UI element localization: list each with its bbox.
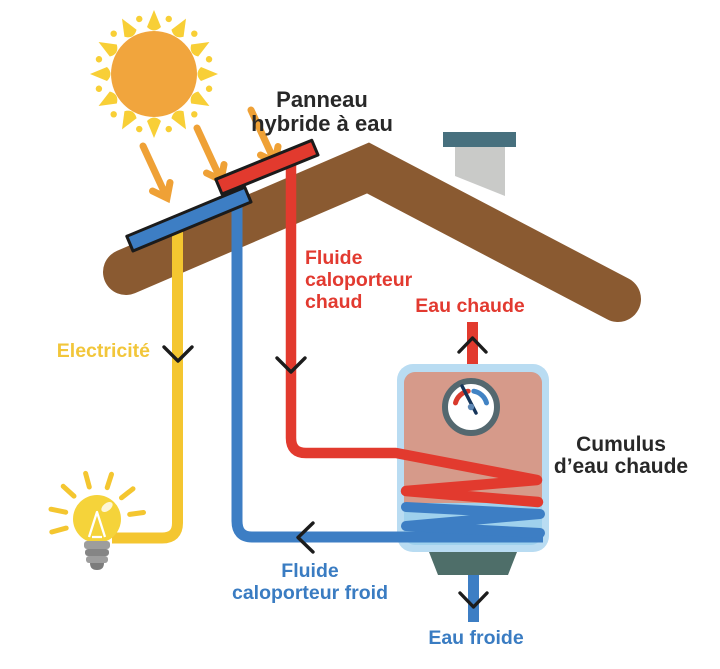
electricity-wire (112, 229, 183, 544)
sun-rays (90, 10, 218, 138)
flow-arrow-cold-water-down (458, 591, 489, 609)
gauge-icon (442, 378, 500, 436)
sunlight-arrow-1 (139, 142, 174, 204)
label-tank-title-line1: Cumulus (576, 433, 666, 456)
light-bulb-icon (48, 470, 146, 570)
hot-fluid-pipe (285, 157, 544, 508)
tank-base (429, 552, 517, 575)
hot-water-outlet-pipe (467, 322, 478, 367)
label-cold-fluid-line2: caloporteur froid (232, 582, 388, 604)
flow-arrow-hot-fluid-down (275, 356, 307, 374)
bulb-base-ring (86, 556, 108, 563)
chimney (443, 132, 516, 196)
flow-arrow-hot-water-up (457, 336, 488, 354)
label-panel-title-line1: Panneau (276, 87, 368, 112)
flow-arrow-electricity-down (162, 345, 194, 363)
label-panel-title-line2: hybride à eau (251, 111, 393, 136)
flow-arrow-cold-fluid-left (296, 521, 315, 554)
sun-icon (90, 10, 218, 138)
label-cold-water: Eau froide (428, 627, 524, 649)
label-hot-fluid-line3: chaud (305, 291, 362, 313)
bulb-highlight (101, 502, 113, 512)
chimney-cap (443, 132, 516, 147)
label-cold-fluid-line1: Fluide (281, 560, 339, 582)
gauge-blue-arc (471, 388, 489, 406)
bulb-filament (87, 510, 107, 539)
cold-water-inlet-pipe (468, 575, 479, 622)
solar-panel (125, 138, 320, 253)
gauge-red-arc (453, 388, 471, 406)
label-hot-water: Eau chaude (415, 295, 525, 317)
bulb-glass (73, 495, 121, 543)
panel-hot-layer (214, 138, 320, 196)
label-tank-title-line2: d’eau chaude (554, 455, 688, 478)
chimney-body (455, 147, 505, 196)
sun-disc (111, 31, 197, 117)
label-hot-fluid-line1: Fluide (305, 247, 363, 269)
label-electricity: Electricité (57, 340, 150, 362)
gauge-hub (467, 403, 475, 411)
bulb-base-ring (85, 549, 109, 556)
roof (103, 142, 641, 322)
cold-coil (401, 502, 545, 538)
panel-cold-layer (125, 185, 253, 253)
bulb-base (84, 541, 110, 549)
bulb-base-tip (90, 563, 104, 570)
label-hot-fluid-line2: caloporteur (305, 269, 413, 291)
cold-fluid-pipe (231, 196, 543, 543)
bulb-rays (48, 470, 146, 535)
